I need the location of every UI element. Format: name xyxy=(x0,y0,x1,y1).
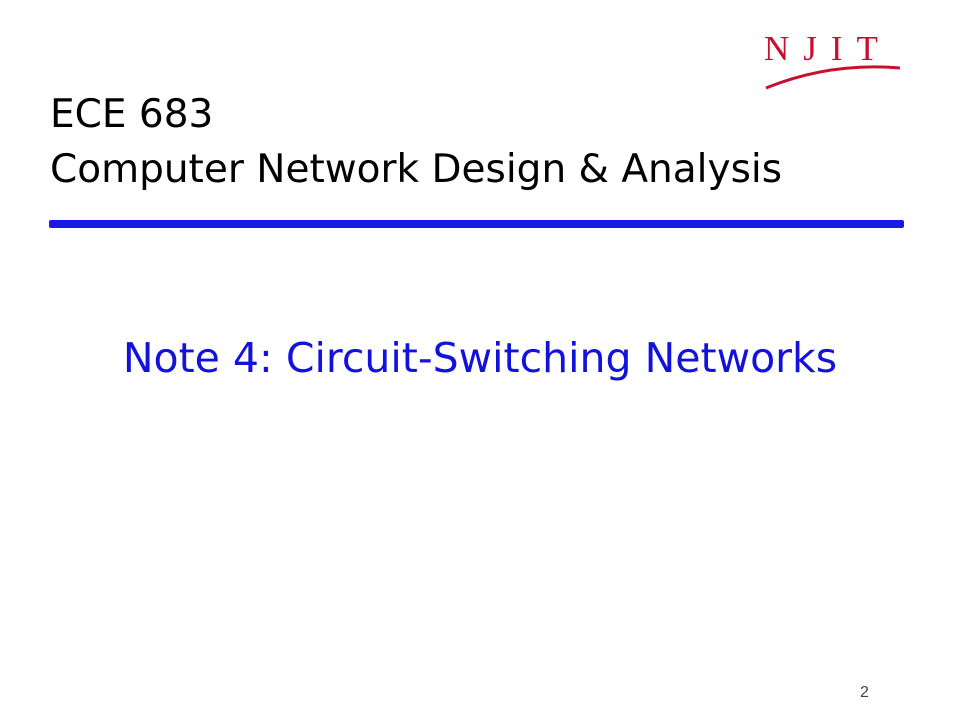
njit-logo: NJIT xyxy=(760,22,910,94)
slide-subtitle: Note 4: Circuit-Switching Networks xyxy=(122,334,838,382)
njit-logo-text: NJIT xyxy=(764,29,892,68)
course-code: ECE 683 xyxy=(50,92,214,137)
course-title: Computer Network Design & Analysis xyxy=(50,147,783,192)
logo-swoosh-icon xyxy=(765,65,901,90)
title-divider xyxy=(49,220,904,228)
njit-logo-graphic: NJIT xyxy=(764,29,901,90)
page-number: 2 xyxy=(860,684,869,701)
